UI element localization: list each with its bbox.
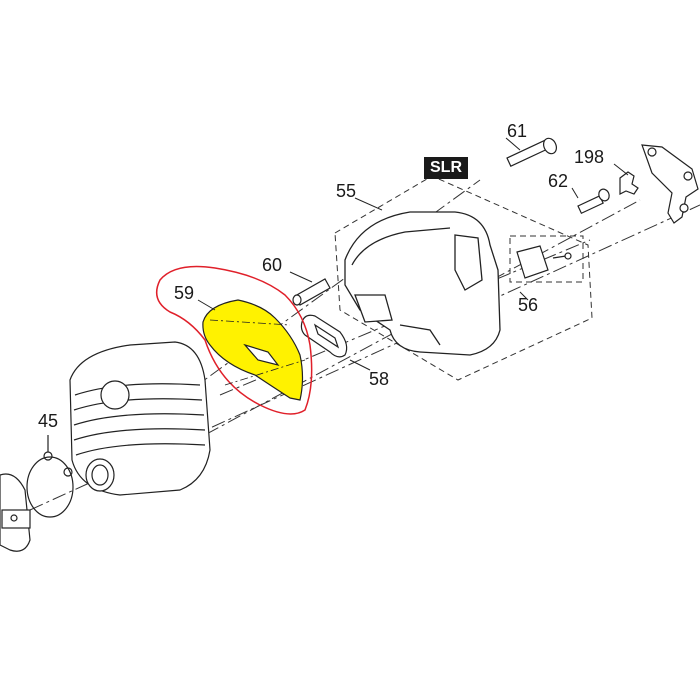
ring-gasket-45-icon [26, 435, 74, 518]
callout-61: 61 [507, 121, 528, 141]
intake-flange-icon [0, 473, 31, 552]
callout-60: 60 [262, 255, 283, 275]
sleeve-60-icon [292, 278, 331, 306]
shield-hole [243, 343, 280, 367]
callout-198: 198 [574, 147, 605, 167]
bracket-icon [641, 144, 699, 224]
muffler-55-icon [344, 211, 501, 356]
highlight-outline [155, 265, 313, 415]
cover-56-icon [516, 245, 572, 279]
cylinder-icon [69, 341, 211, 496]
callout-62: 62 [548, 171, 569, 191]
callout-56: 56 [518, 295, 539, 315]
gasket-58-icon [300, 314, 348, 358]
callout-55: 55 [336, 181, 357, 201]
callout-59: 59 [174, 283, 195, 303]
slr-badge: SLR [424, 157, 468, 179]
callout-58: 58 [369, 369, 390, 389]
clip-198-icon [619, 171, 639, 195]
screw-62-icon [577, 188, 610, 215]
bolt-61-icon [506, 137, 558, 167]
callout-45: 45 [38, 411, 59, 431]
leader-lines [197, 137, 629, 371]
